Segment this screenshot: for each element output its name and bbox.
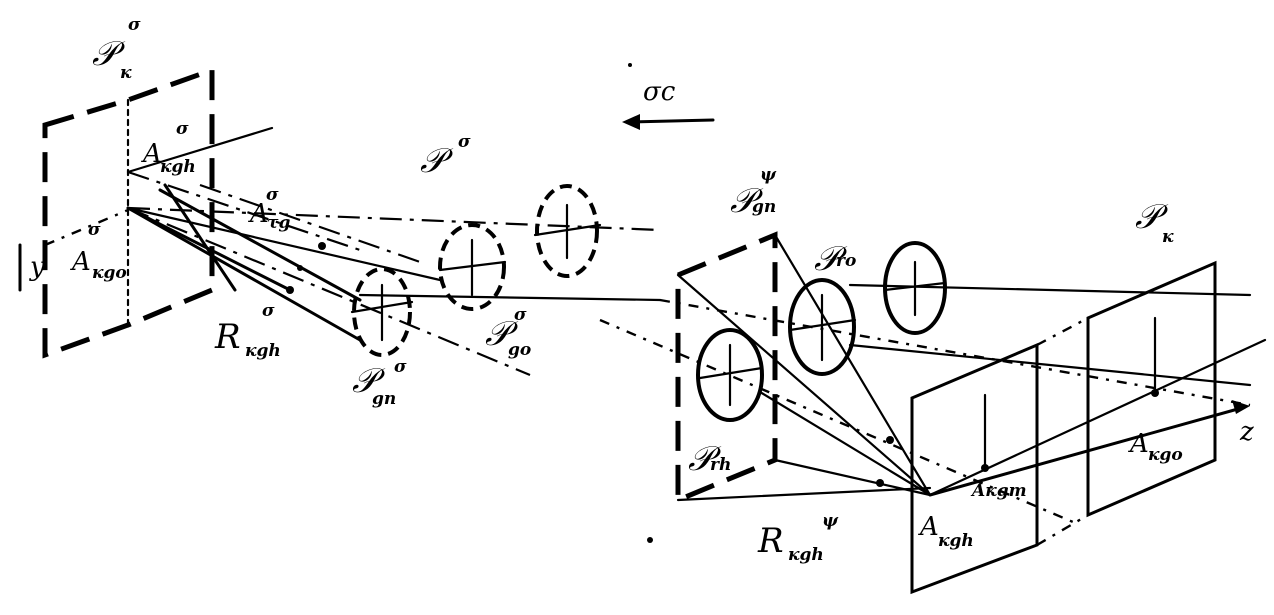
svg-text:σ: σ — [88, 220, 101, 240]
svg-text:A: A — [70, 247, 91, 277]
label-p-ro: 𝒫 ro — [814, 239, 856, 279]
label-a-kgh-right: A кgh — [918, 512, 974, 551]
svg-text:σ: σ — [266, 185, 279, 205]
svg-text:gn: gn — [752, 197, 776, 217]
svg-text:A: A — [918, 512, 939, 542]
svg-text:σc: σc — [643, 77, 676, 107]
label-sigma-c: σc — [643, 77, 676, 107]
svg-text:Aкgm: Aкgm — [970, 481, 1027, 501]
label-a-tg: A τg σ — [248, 185, 290, 233]
label-a-kgh-left: A кgh σ — [141, 119, 196, 177]
svg-text:σ: σ — [128, 15, 141, 35]
svg-text:кgo: кgo — [1148, 445, 1183, 465]
label-y-axis: y — [29, 252, 45, 282]
svg-text:𝒫: 𝒫 — [420, 141, 454, 181]
svg-text:ro: ro — [836, 251, 856, 271]
svg-text:кgh: кgh — [160, 157, 196, 177]
svg-text:A: A — [1128, 429, 1149, 459]
svg-text:σ: σ — [458, 132, 471, 152]
svg-text:к: к — [1162, 227, 1174, 247]
svg-text:ψ: ψ — [760, 165, 777, 185]
svg-text:τg: τg — [267, 213, 290, 233]
svg-text:ψ: ψ — [822, 511, 839, 531]
label-z-axis: z — [1239, 417, 1254, 447]
svg-text:кgo: кgo — [92, 263, 127, 283]
label-p-gn-right: 𝒫 gn ψ — [730, 165, 777, 221]
svg-text:A: A — [141, 139, 162, 169]
left-ray-lines — [126, 126, 662, 377]
sigma-c-arrow — [622, 114, 715, 130]
left-dashed-ellipses — [350, 184, 602, 357]
svg-text:gn: gn — [372, 389, 396, 409]
svg-text:σ: σ — [176, 119, 189, 139]
svg-text:y: y — [29, 252, 45, 282]
label-p-k-right: 𝒫 к — [1135, 197, 1174, 247]
label-a-kgo-left: A кgo σ — [70, 220, 127, 283]
svg-text:кgh: кgh — [245, 341, 281, 361]
label-p-gn: 𝒫 gn σ — [352, 357, 407, 409]
svg-text:A: A — [248, 199, 269, 229]
label-p-rh: 𝒫 rh — [688, 439, 731, 479]
label-r-kgh-right: R кgh ψ — [757, 511, 839, 565]
label-a-kgm: Aкgm — [970, 481, 1027, 501]
label-p-center: 𝒫 σ — [420, 132, 471, 181]
svg-text:rh: rh — [710, 455, 731, 475]
svg-text:кgh: кgh — [938, 531, 974, 551]
svg-text:R: R — [214, 317, 241, 357]
label-a-kgo-right: A кgo — [1128, 429, 1183, 465]
label-r-kgh-left: R кgh σ — [214, 301, 281, 361]
svg-text:go: go — [508, 340, 531, 360]
label-p-go: 𝒫 go σ — [485, 305, 531, 360]
svg-text:z: z — [1239, 417, 1254, 447]
svg-text:σ: σ — [394, 357, 407, 377]
svg-text:кgh: кgh — [788, 545, 824, 565]
left-dashed-plane — [42, 66, 215, 359]
svg-text:к: к — [120, 63, 132, 83]
svg-text:σ: σ — [514, 305, 527, 325]
label-pk-sigma-top: 𝒫 к σ — [92, 15, 141, 83]
svg-text:σ: σ — [262, 301, 275, 321]
right-ellipses — [696, 241, 947, 422]
svg-text:R: R — [757, 521, 784, 561]
ray-dots — [286, 63, 1159, 543]
